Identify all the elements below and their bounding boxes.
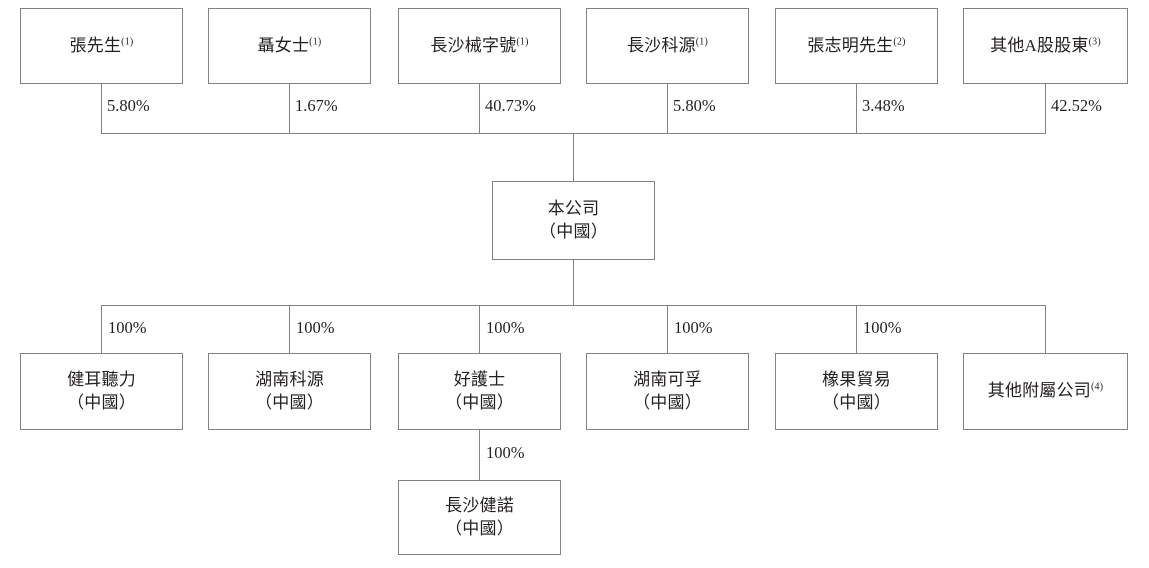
percent-label-shareholder-3: 5.80% — [673, 96, 716, 115]
sub-subsidiary-box: 長沙健諾 （中國） — [398, 480, 561, 555]
connector-sub-subsidiary — [479, 430, 480, 480]
company-location: （中國） — [539, 221, 608, 241]
shareholder-label-3: 長沙科源(1) — [626, 35, 709, 55]
company-box: 本公司 （中國） — [492, 181, 655, 260]
subsidiary-name-0: 健耳聽力 — [67, 370, 136, 390]
percent-label-shareholder-1: 1.67% — [295, 96, 338, 115]
connector-company-to-bus — [573, 260, 574, 305]
percent-label-shareholder-2: 40.73% — [485, 96, 536, 115]
subsidiary-name-5: 其他附屬公司(4) — [987, 381, 1104, 401]
subsidiary-name-1: 湖南科源 — [255, 370, 324, 390]
subsidiary-box-0: 健耳聽力 （中國） — [20, 353, 183, 430]
company-name: 本公司 — [547, 199, 600, 219]
shareholder-label-4: 張志明先生(2) — [807, 35, 906, 55]
percent-label-shareholder-0: 5.80% — [107, 96, 150, 115]
subsidiary-location-0: （中國） — [67, 392, 136, 412]
percent-label-subsidiary-2: 100% — [486, 318, 525, 337]
subsidiary-name-3: 湖南可孚 — [633, 370, 702, 390]
connector-shareholder-2 — [479, 84, 480, 133]
subsidiary-name-4: 橡果貿易 — [822, 370, 891, 390]
connector-subsidiary-2 — [479, 305, 480, 353]
subsidiary-location-3: （中國） — [633, 392, 702, 412]
shareholder-label-0: 張先生(1) — [69, 35, 134, 55]
sub-subsidiary-location: （中國） — [445, 518, 514, 538]
subsidiary-box-4: 橡果貿易 （中國） — [775, 353, 938, 430]
shareholder-box-2: 長沙械字號(1) — [398, 8, 561, 84]
shareholder-box-3: 長沙科源(1) — [586, 8, 749, 84]
shareholder-label-5: 其他A股股東(3) — [990, 35, 1101, 55]
subsidiary-box-5: 其他附屬公司(4) — [963, 353, 1128, 430]
percent-label-subsidiary-4: 100% — [863, 318, 902, 337]
connector-shareholder-4 — [856, 84, 857, 133]
bottom-bus-line — [102, 305, 1046, 306]
subsidiary-box-3: 湖南可孚 （中國） — [586, 353, 749, 430]
subsidiary-box-1: 湖南科源 （中國） — [208, 353, 371, 430]
percent-label-subsidiary-0: 100% — [108, 318, 147, 337]
shareholder-box-4: 張志明先生(2) — [775, 8, 938, 84]
shareholder-box-1: 聶女士(1) — [208, 8, 371, 84]
connector-subsidiary-0 — [101, 305, 102, 353]
subsidiary-name-2: 好護士 — [453, 370, 506, 390]
shareholder-box-5: 其他A股股東(3) — [963, 8, 1128, 84]
connector-subsidiary-5 — [1045, 305, 1046, 353]
shareholder-box-0: 張先生(1) — [20, 8, 183, 84]
subsidiary-location-4: （中國） — [822, 392, 891, 412]
connector-bus-to-company — [573, 133, 574, 181]
percent-label-subsidiary-1: 100% — [296, 318, 335, 337]
percent-label-subsidiary-3: 100% — [674, 318, 713, 337]
connector-shareholder-0 — [101, 84, 102, 133]
connector-subsidiary-1 — [289, 305, 290, 353]
connector-shareholder-1 — [289, 84, 290, 133]
percent-label-shareholder-4: 3.48% — [862, 96, 905, 115]
sub-subsidiary-name: 長沙健諾 — [445, 496, 514, 516]
subsidiary-location-1: （中國） — [255, 392, 324, 412]
subsidiary-location-2: （中國） — [445, 392, 514, 412]
connector-subsidiary-3 — [667, 305, 668, 353]
connector-subsidiary-4 — [856, 305, 857, 353]
connector-shareholder-3 — [667, 84, 668, 133]
shareholder-label-1: 聶女士(1) — [257, 35, 322, 55]
subsidiary-box-2: 好護士 （中國） — [398, 353, 561, 430]
shareholder-label-2: 長沙械字號(1) — [430, 35, 529, 55]
percent-label-sub-subsidiary: 100% — [486, 443, 525, 462]
percent-label-shareholder-5: 42.52% — [1051, 96, 1102, 115]
connector-shareholder-5 — [1045, 84, 1046, 133]
